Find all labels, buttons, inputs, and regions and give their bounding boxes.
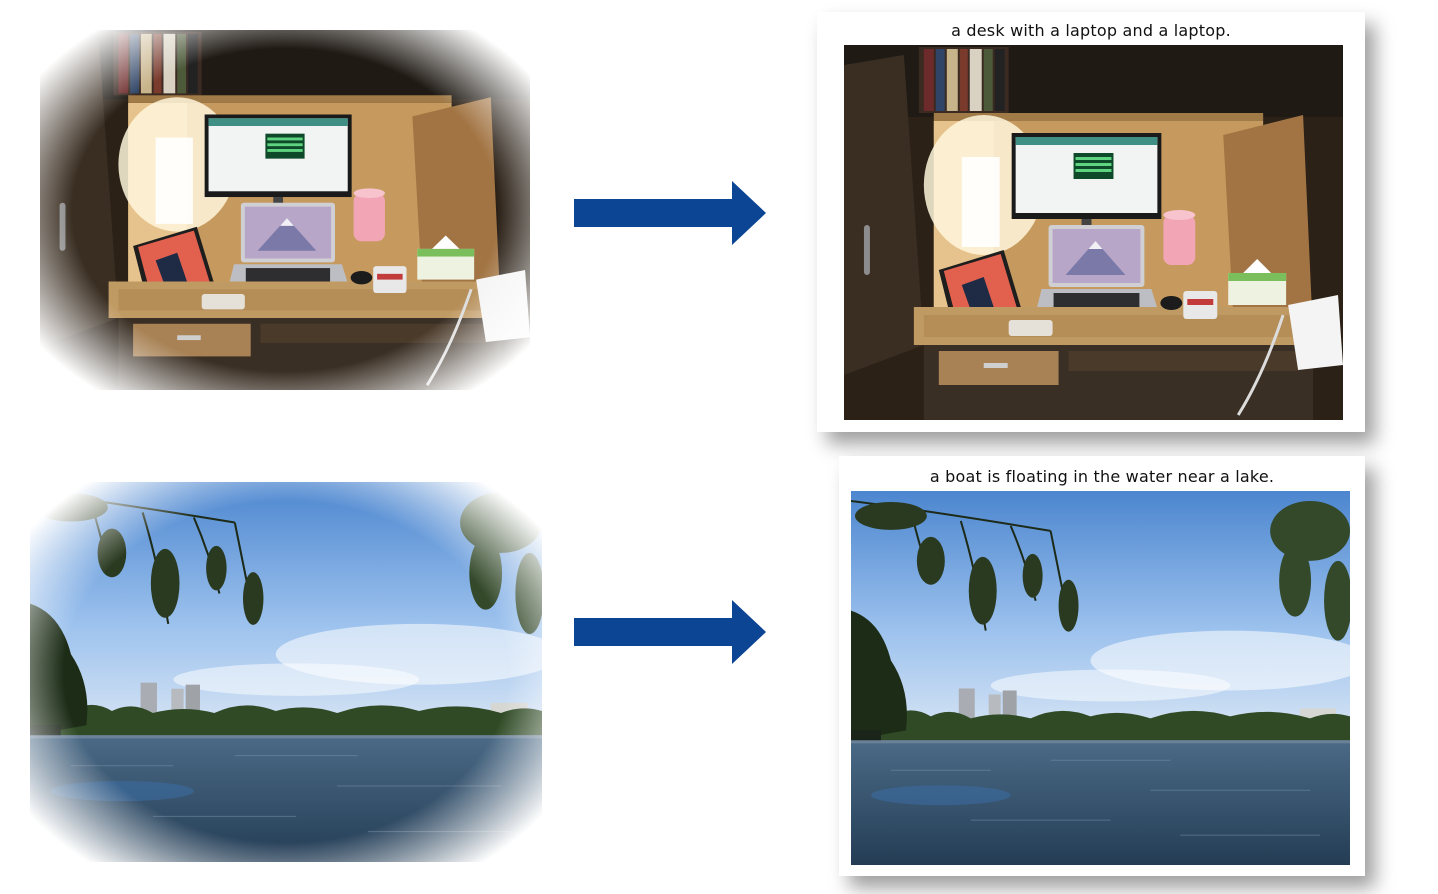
input-image-desk (40, 30, 530, 390)
output-image-lake (851, 491, 1350, 865)
arrow-shape (574, 181, 766, 245)
arrow-right-icon (574, 600, 766, 664)
output-card-lake: a boat is floating in the water near a l… (839, 456, 1365, 876)
arrow-shape (574, 600, 766, 664)
input-image-lake (30, 482, 542, 862)
output-image-desk (844, 45, 1343, 420)
arrow-right-icon (574, 181, 766, 245)
output-card-desk: a desk with a laptop and a laptop. (817, 12, 1365, 432)
caption-lake: a boat is floating in the water near a l… (929, 467, 1275, 486)
caption-desk: a desk with a laptop and a laptop. (951, 21, 1231, 40)
